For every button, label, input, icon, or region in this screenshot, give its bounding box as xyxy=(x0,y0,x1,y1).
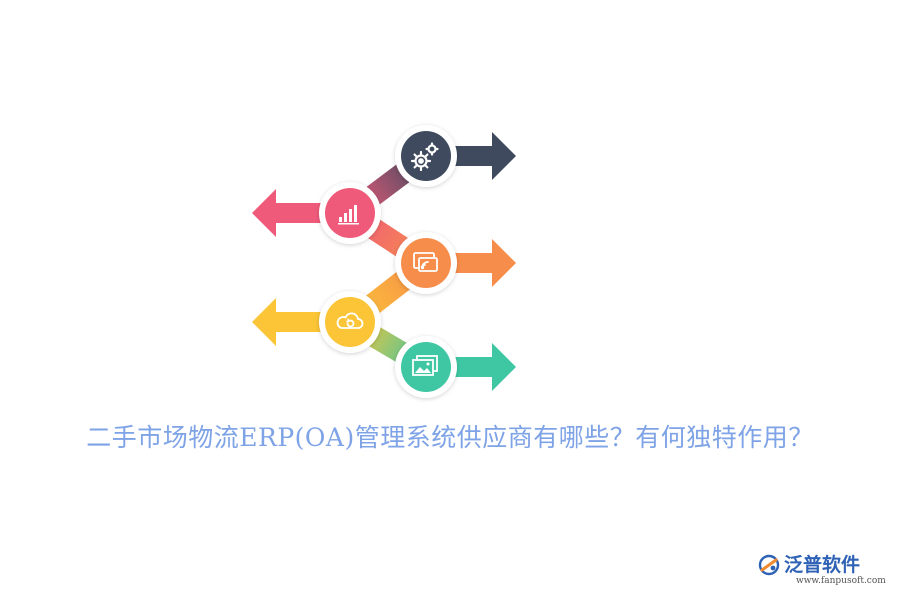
brand-name: 泛普软件 xyxy=(784,554,861,576)
step-1-arrow xyxy=(426,132,516,180)
step-3-arrow xyxy=(426,239,516,287)
wireless-screen-icon xyxy=(413,252,438,272)
cloud-sync-icon xyxy=(336,312,364,329)
step-4-arrow xyxy=(252,298,350,346)
step-5 xyxy=(395,336,516,398)
bar-chart-icon xyxy=(338,205,359,225)
page-title: 二手市场物流ERP(OA)管理系统供应商有哪些？有何独特作用？ xyxy=(86,423,814,452)
fanpu-logo-icon xyxy=(758,554,780,576)
step-5-arrow xyxy=(426,343,516,391)
brand-url: www.fanpusoft.com xyxy=(796,576,886,586)
brand-logo[interactable]: 泛普软件 www.fanpusoft.com xyxy=(758,550,888,590)
step-1 xyxy=(395,125,516,187)
gears-icon xyxy=(410,142,439,172)
step-4 xyxy=(252,291,381,353)
step-2 xyxy=(252,182,381,244)
image-gallery-icon xyxy=(412,355,438,376)
step-3 xyxy=(395,232,516,294)
step-4-disc xyxy=(325,297,375,347)
step-2-arrow xyxy=(252,189,350,237)
